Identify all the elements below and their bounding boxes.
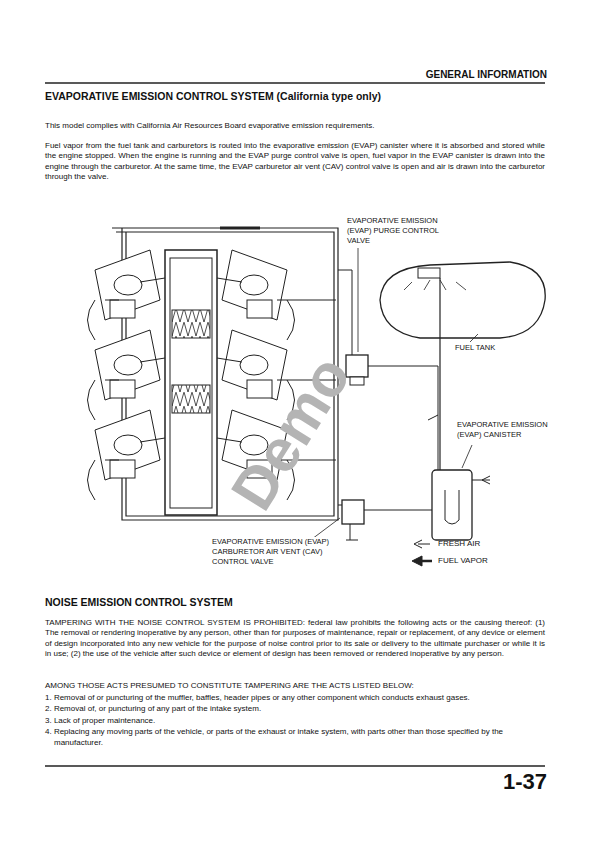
- page-number: 1-37: [503, 768, 547, 797]
- list-item: 2. Removal of, or puncturing of any part…: [45, 704, 554, 714]
- intro-text: This model complies with California Air …: [45, 121, 545, 131]
- list-item: 4. Replacing any moving parts of the veh…: [45, 727, 554, 748]
- page-header: GENERAL INFORMATION: [426, 68, 547, 81]
- legend-text: FRESH AIR: [438, 539, 538, 549]
- body-text: Fuel vapor from the fuel tank and carbur…: [45, 141, 545, 183]
- section-title: NOISE EMISSION CONTROL SYSTEM: [45, 596, 345, 610]
- part-label: EVAPORATIVE EMISSION (EVAP) CARBURETOR A…: [210, 537, 344, 566]
- list-item: 1. Removal of or puncturing of the muffl…: [45, 693, 554, 703]
- part-label: EVAPORATIVE EMISSION (EVAP) CANISTER: [455, 420, 559, 440]
- section-title: EVAPORATIVE EMISSION CONTROL SYSTEM (Cal…: [45, 90, 545, 104]
- part-label: EVAPORATIVE EMISSION (EVAP) PURGE CONTRO…: [345, 216, 459, 245]
- body-text: TAMPERING WITH THE NOISE CONTROL SYSTEM …: [45, 618, 545, 660]
- list-item: 3. Lack of proper maintenance.: [45, 716, 554, 726]
- part-label: FUEL TANK: [455, 343, 525, 353]
- legend-text: FUEL VAPOR: [438, 556, 538, 566]
- body-text: AMONG THOSE ACTS PRESUMED TO CONSTITUTE …: [45, 681, 545, 691]
